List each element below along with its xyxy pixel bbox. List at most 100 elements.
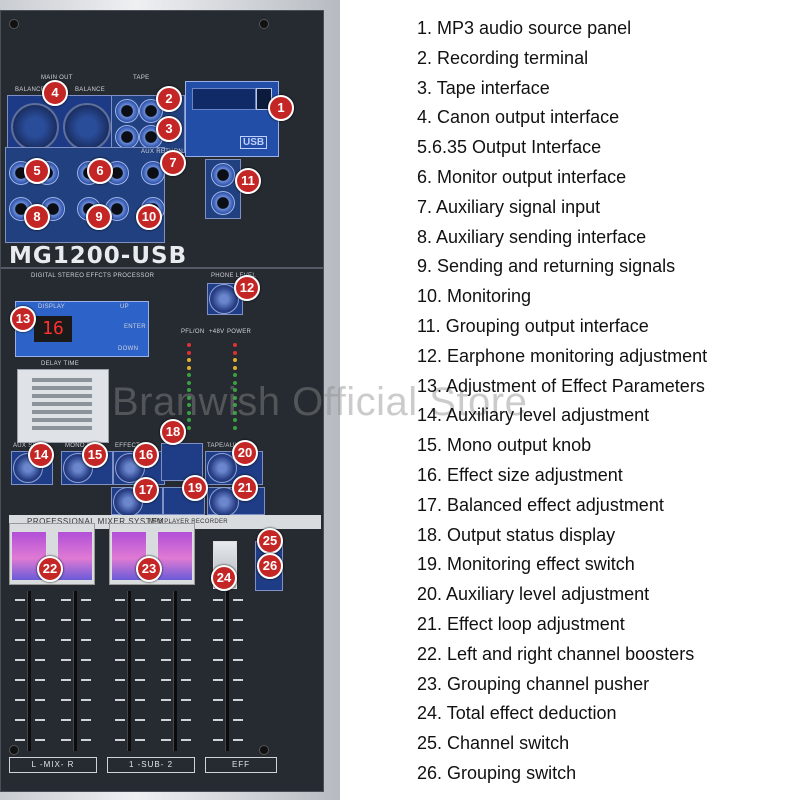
callout-19: 19 bbox=[182, 475, 208, 501]
fader-tick bbox=[213, 599, 223, 601]
callout-13: 13 bbox=[10, 306, 36, 332]
legend-item: 5.6.35 Output Interface bbox=[417, 137, 602, 158]
fader-tick bbox=[213, 719, 223, 721]
fader-tick bbox=[213, 699, 223, 701]
meter-led bbox=[187, 425, 191, 430]
eff-label: EFF bbox=[205, 757, 277, 773]
watermark: Branwish Official Store bbox=[112, 380, 528, 424]
legend-item: 18. Output status display bbox=[417, 524, 616, 545]
callout-18: 18 bbox=[160, 419, 186, 445]
meter-led bbox=[187, 388, 191, 392]
dsp-title: DIGITAL STEREO EFFCTS PROCESSOR bbox=[31, 273, 155, 279]
fader-tick bbox=[81, 639, 91, 641]
legend-item: 7. Auxiliary signal input bbox=[417, 196, 601, 217]
table-row bbox=[32, 402, 92, 406]
callout-25: 25 bbox=[257, 528, 283, 554]
fader-tick bbox=[213, 739, 223, 741]
fader-tick bbox=[135, 739, 145, 741]
meter-led bbox=[233, 395, 237, 400]
fader-tick bbox=[81, 599, 91, 601]
delay-table bbox=[17, 369, 109, 443]
fader-slot bbox=[225, 591, 229, 751]
phone-level-knob[interactable] bbox=[209, 284, 239, 314]
up-label: UP bbox=[120, 304, 129, 310]
tape-aux-knob[interactable] bbox=[207, 453, 237, 483]
fader-tick bbox=[115, 679, 125, 681]
callout-3: 3 bbox=[156, 116, 182, 142]
aux-send-label: AUX SEND bbox=[13, 443, 47, 449]
phone-jack[interactable] bbox=[211, 163, 235, 187]
fader-tick bbox=[35, 599, 45, 601]
screw bbox=[259, 745, 269, 755]
aux-return-label: AUX RETURN bbox=[141, 149, 184, 155]
legend-item: 17. Balanced effect adjustment bbox=[417, 494, 664, 515]
fader-tick bbox=[15, 699, 25, 701]
callout-6: 6 bbox=[87, 158, 113, 184]
legend-item: 22. Left and right channel boosters bbox=[417, 643, 695, 664]
legend-item: 19. Monitoring effect switch bbox=[417, 554, 635, 575]
callout-26: 26 bbox=[257, 553, 283, 579]
callout-11: 11 bbox=[235, 168, 261, 194]
fader-tick bbox=[61, 739, 71, 741]
screw bbox=[9, 745, 19, 755]
fader-tick bbox=[161, 719, 171, 721]
fader-tick bbox=[233, 699, 243, 701]
fader-tick bbox=[15, 639, 25, 641]
legend-item: 16. Effect size adjustment bbox=[417, 464, 623, 485]
rca-jack[interactable] bbox=[115, 125, 139, 149]
phone-jack[interactable] bbox=[211, 191, 235, 215]
fader-tick bbox=[161, 659, 171, 661]
fader-tick bbox=[135, 719, 145, 721]
fader-tick bbox=[161, 639, 171, 641]
fader-tick bbox=[161, 739, 171, 741]
fader-tick bbox=[181, 739, 191, 741]
fader-tick bbox=[15, 719, 25, 721]
meter-led bbox=[187, 358, 191, 362]
table-row bbox=[32, 426, 92, 430]
legend-item: 20. Auxiliary level adjustment bbox=[417, 584, 650, 605]
effect-display: DISPLAY 16 UP ENTER DOWN bbox=[15, 301, 149, 357]
legend-item: 14. Auxiliary level adjustment bbox=[417, 405, 650, 426]
legend-item: 10. Monitoring bbox=[417, 286, 532, 307]
fader-tick bbox=[15, 739, 25, 741]
meter-led bbox=[233, 403, 237, 407]
meter-led bbox=[187, 410, 191, 415]
callout-7: 7 bbox=[160, 150, 186, 176]
fader-tick bbox=[181, 639, 191, 641]
xlr-output-right[interactable] bbox=[63, 103, 111, 151]
meter-led bbox=[233, 350, 237, 355]
fader-tick bbox=[115, 739, 125, 741]
legend-item: 9. Sending and returning signals bbox=[417, 256, 676, 277]
callout-1: 1 bbox=[268, 95, 294, 121]
legend-item: 2. Recording terminal bbox=[417, 47, 589, 68]
meter-led bbox=[187, 380, 191, 385]
tape-aux-label: TAPE/AUX/MP3 bbox=[207, 443, 254, 449]
mono-out-knob[interactable] bbox=[63, 453, 93, 483]
fader-tick bbox=[135, 659, 145, 661]
fader-tick bbox=[135, 619, 145, 621]
fader-cap-right[interactable] bbox=[57, 531, 93, 581]
fader-tick bbox=[61, 659, 71, 661]
callout-9: 9 bbox=[86, 204, 112, 230]
rca-jack[interactable] bbox=[115, 99, 139, 123]
xlr-output-left[interactable] bbox=[11, 103, 59, 151]
fader-slot bbox=[173, 591, 177, 751]
fader-tick bbox=[15, 659, 25, 661]
sub-label: 1 -SUB- 2 bbox=[107, 757, 195, 773]
mono-out-label: MONO OUT bbox=[65, 443, 101, 449]
callout-21: 21 bbox=[232, 475, 258, 501]
fader-tick bbox=[181, 699, 191, 701]
fader-tick bbox=[233, 739, 243, 741]
fader-tick bbox=[233, 679, 243, 681]
fader-cap-sub2[interactable] bbox=[157, 531, 193, 581]
legend-item: 25. Channel switch bbox=[417, 733, 570, 754]
down-label: DOWN bbox=[118, 346, 139, 352]
enter-label: ENTER bbox=[124, 324, 146, 330]
fader-tick bbox=[135, 699, 145, 701]
effect-label: EFFECT bbox=[115, 443, 141, 449]
fader-tick bbox=[115, 639, 125, 641]
fader-tick bbox=[35, 719, 45, 721]
table-row bbox=[32, 386, 92, 390]
